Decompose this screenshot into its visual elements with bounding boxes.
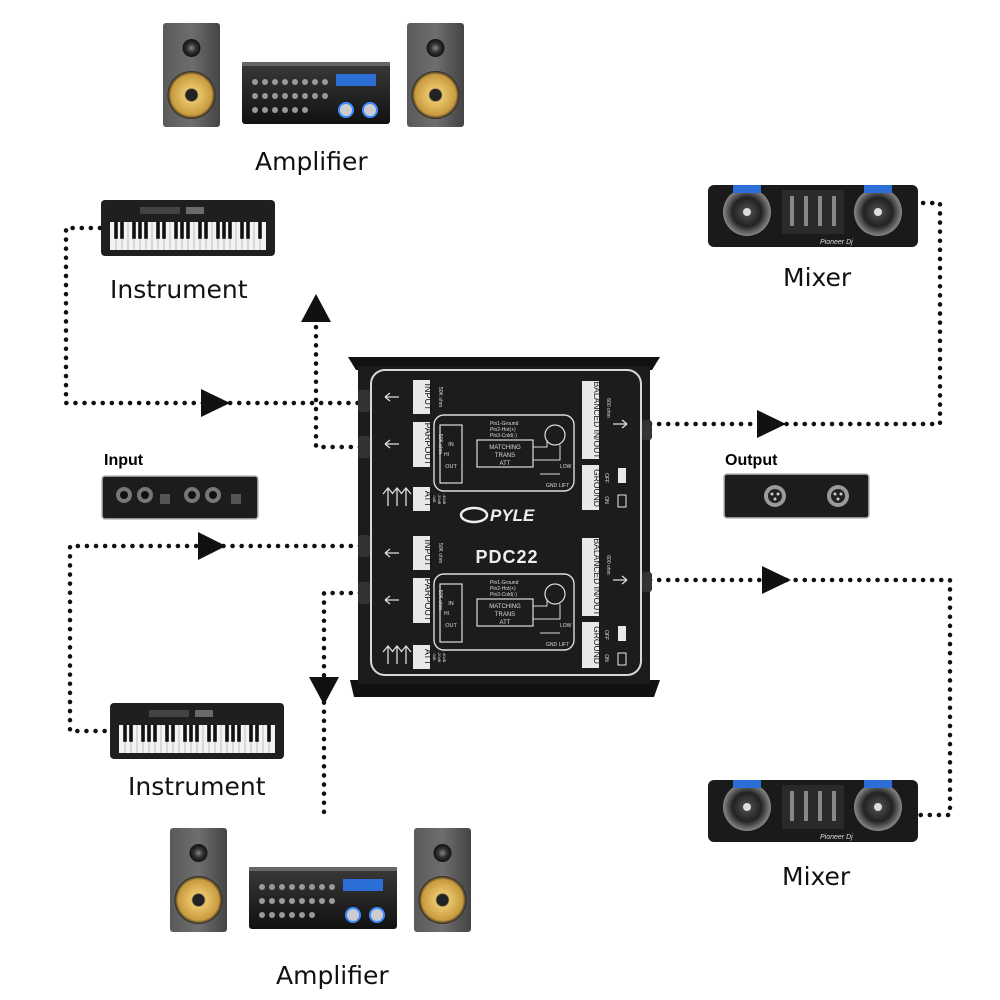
svg-text:600 ohm: 600 ohm: [605, 555, 611, 574]
instrument-bottom-label: Instrument: [128, 772, 266, 801]
svg-text:-40dB: -40dB: [442, 652, 447, 663]
svg-text:Pin1-Ground: Pin1-Ground: [490, 421, 519, 427]
channel-2-panel: INPUT 50K ohm PARPOUT 50K ohm ATT 0dB -2…: [382, 536, 628, 669]
svg-text:INPUT: INPUT: [423, 384, 433, 412]
svg-text:OFF: OFF: [603, 473, 609, 483]
svg-text:ATT: ATT: [423, 649, 433, 666]
svg-text:INPUT: INPUT: [423, 540, 433, 568]
arrow-left-icon: [382, 392, 412, 506]
arrow-right-icon: [762, 566, 791, 594]
svg-text:ON: ON: [603, 654, 609, 662]
amplifier-unit-icon: [249, 867, 397, 929]
keyboard-top-icon: [101, 200, 275, 256]
amplifier-top-group: [163, 23, 464, 127]
arrow-left-icon: [382, 548, 412, 664]
svg-text:TRANS: TRANS: [495, 453, 515, 459]
arrow-down-icon: [309, 677, 339, 705]
instrument-top-label: Instrument: [110, 275, 248, 304]
svg-text:50K ohm: 50K ohm: [437, 543, 443, 563]
svg-text:TRANS: TRANS: [495, 612, 515, 618]
svg-text:-20dB: -20dB: [437, 494, 442, 505]
amplifier-top-label: Amplifier: [255, 147, 368, 176]
svg-text:GND: GND: [546, 483, 558, 489]
svg-text:-20dB: -20dB: [437, 652, 442, 663]
svg-text:MATCHING: MATCHING: [489, 604, 521, 610]
amplifier-unit-icon: [242, 62, 390, 124]
svg-text:MATCHING: MATCHING: [489, 445, 521, 451]
svg-text:Pin2-Hot(+): Pin2-Hot(+): [490, 586, 516, 592]
arrowheads: [198, 294, 791, 705]
balanced-to-mixer-top-line: [647, 200, 943, 427]
svg-text:50K ohm: 50K ohm: [437, 387, 443, 407]
speaker-icon: [407, 23, 464, 127]
svg-text:IN: IN: [448, 442, 454, 448]
svg-text:BALANCED IN/OUT: BALANCED IN/OUT: [592, 382, 602, 459]
arrow-right-icon: [757, 410, 786, 438]
output-panel-icon: [723, 473, 870, 519]
arrow-up-icon: [301, 294, 331, 322]
arrow-right-icon: [613, 419, 628, 429]
speaker-icon: [163, 23, 220, 127]
svg-text:600 ohm: 600 ohm: [605, 398, 611, 417]
svg-text:GND: GND: [546, 642, 558, 648]
balanced2-to-mixer-bottom-line: [647, 577, 953, 818]
pyle-logo: PYLE: [459, 506, 535, 525]
model-label: PDC22: [475, 547, 538, 567]
output-label: Output: [725, 452, 778, 469]
svg-text:-40dB: -40dB: [442, 494, 447, 505]
pdc22-device: INPUT 50K ohm PARPOUT 50K ohm ATT 0dB -2…: [348, 357, 660, 697]
svg-text:Pin1-Ground: Pin1-Ground: [490, 580, 519, 586]
svg-text:ATT: ATT: [500, 461, 511, 467]
svg-text:PARPOUT: PARPOUT: [423, 579, 433, 622]
svg-text:Pioneer Dj: Pioneer Dj: [820, 834, 853, 841]
svg-text:GROUND: GROUND: [592, 626, 602, 664]
svg-text:LIFT: LIFT: [559, 642, 569, 648]
speaker-icon: [170, 828, 227, 932]
svg-text:Pioneer Dj: Pioneer Dj: [820, 239, 853, 246]
svg-text:0dB: 0dB: [432, 495, 437, 502]
parpout-to-amplifier-top-line: [313, 292, 363, 450]
svg-text:PYLE: PYLE: [490, 506, 535, 525]
svg-text:LIFT: LIFT: [559, 483, 569, 489]
svg-text:ATT: ATT: [500, 620, 511, 626]
mixer-top-label: Mixer: [783, 263, 852, 292]
svg-text:Pin3-Cold(-): Pin3-Cold(-): [490, 592, 517, 598]
svg-text:IN: IN: [448, 601, 454, 607]
svg-text:Pin2-Hot(+): Pin2-Hot(+): [490, 427, 516, 433]
svg-text:0dB: 0dB: [432, 653, 437, 660]
input-label: Input: [104, 452, 144, 469]
arrow-right-icon: [201, 389, 230, 417]
svg-text:LOW: LOW: [560, 464, 572, 470]
svg-text:HI: HI: [444, 611, 449, 617]
mixer-bottom-label: Mixer: [782, 862, 851, 891]
svg-text:ATT: ATT: [423, 491, 433, 508]
svg-text:Pin3-Cold(-): Pin3-Cold(-): [490, 433, 517, 439]
speaker-icon: [414, 828, 471, 932]
svg-text:HI: HI: [444, 452, 449, 458]
svg-text:BALANCED IN/OUT: BALANCED IN/OUT: [592, 539, 602, 616]
parpout2-to-amplifier-bottom-line: [321, 590, 363, 815]
svg-text:LOW: LOW: [560, 623, 572, 629]
amplifier-bottom-group: [170, 828, 471, 932]
arrow-right-icon: [198, 532, 226, 560]
arrow-right-icon: [613, 575, 628, 585]
svg-text:OFF: OFF: [603, 630, 609, 640]
dj-mixer-bottom-icon: Pioneer Dj: [708, 780, 918, 842]
svg-text:PARPOUT: PARPOUT: [423, 423, 433, 466]
svg-text:ON: ON: [603, 496, 609, 504]
svg-text:GROUND: GROUND: [592, 469, 602, 507]
dj-mixer-top-icon: Pioneer Dj: [708, 185, 918, 247]
input-panel-icon: [101, 475, 259, 520]
svg-text:OUT: OUT: [445, 623, 457, 629]
amplifier-bottom-label: Amplifier: [276, 961, 389, 990]
keyboard-bottom-icon: [110, 703, 284, 759]
channel-1-panel: INPUT 50K ohm PARPOUT 50K ohm ATT 0dB -2…: [382, 380, 628, 511]
svg-text:OUT: OUT: [445, 464, 457, 470]
